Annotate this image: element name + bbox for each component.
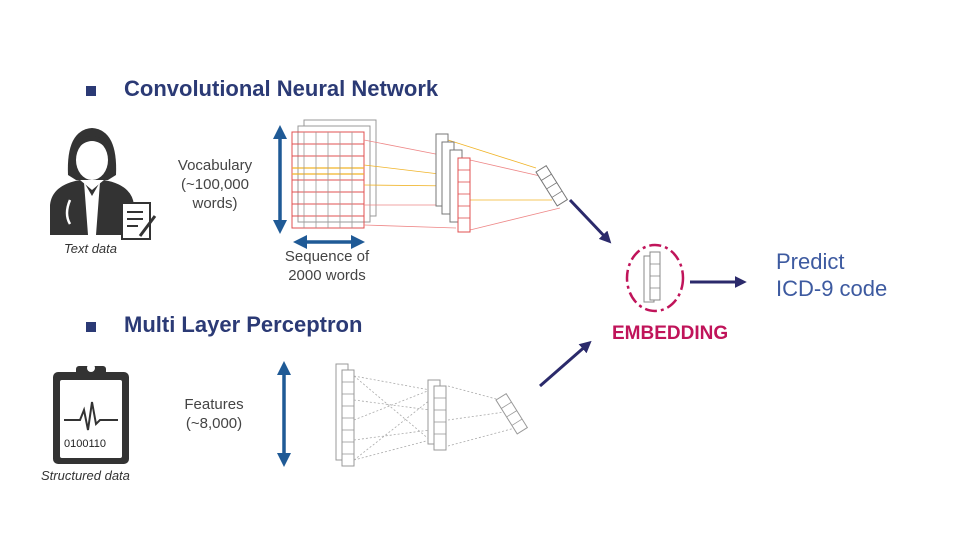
cnn-title: Convolutional Neural Network	[124, 76, 439, 101]
bullet-icon	[86, 322, 96, 332]
vocabulary-line-3: words)	[192, 195, 238, 212]
mlp-hidden-layer	[427, 379, 447, 451]
text-data-caption: Text data	[64, 241, 118, 256]
clipboard-icon	[53, 364, 129, 464]
embedding-vector	[625, 243, 685, 313]
mlp-input-layer	[335, 363, 355, 467]
cnn-input-matrix	[291, 119, 377, 229]
prediction-output: Predict ICD-9 code	[776, 248, 887, 302]
sequence-line-2: 2000 words	[288, 267, 366, 284]
predict-line-2: ICD-9 code	[776, 276, 888, 301]
features-line-2: (~8,000)	[185, 415, 243, 432]
mlp-output-vector	[495, 392, 529, 435]
binary-code-text: 0100110	[64, 438, 107, 450]
cnn-pooled-vector	[535, 164, 569, 207]
doctor-icon	[50, 128, 157, 240]
predict-line-1: Predict	[776, 249, 845, 274]
cnn-feature-maps	[435, 133, 463, 223]
mlp-connections	[353, 375, 516, 461]
features-label: Features (~8,000)	[172, 395, 256, 433]
sequence-line-1: Sequence of	[284, 248, 370, 265]
embedding-label: EMBEDDING	[612, 323, 729, 344]
vocabulary-label: Vocabulary (~100,000 words)	[160, 156, 270, 213]
vocabulary-line-1: Vocabulary	[177, 157, 253, 174]
vocabulary-line-2: (~100,000	[181, 176, 249, 193]
mlp-title: Multi Layer Perceptron	[124, 312, 363, 337]
cnn-feature-map-red	[457, 157, 471, 233]
bullet-icon	[86, 86, 96, 96]
mlp-to-embedding-arrow	[539, 340, 592, 388]
structured-data-caption: Structured data	[41, 468, 130, 483]
cnn-to-embedding-arrow	[568, 198, 612, 244]
features-line-1: Features	[184, 396, 244, 413]
sequence-label: Sequence of 2000 words	[268, 247, 386, 285]
